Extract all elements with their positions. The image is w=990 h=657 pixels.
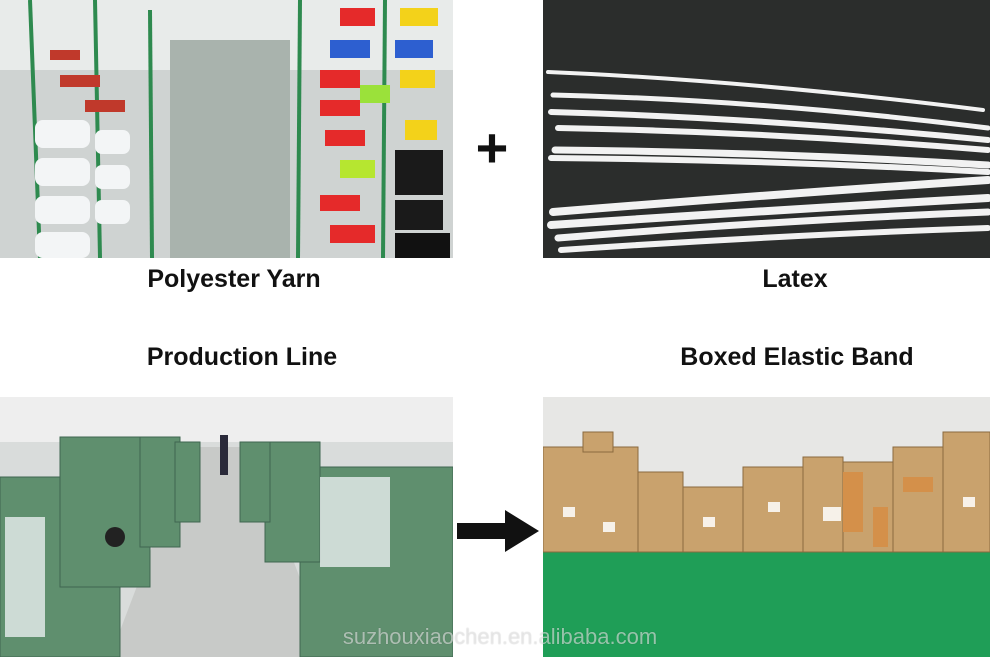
watermark-text: suzhouxiaochen.en.alibaba.com <box>342 624 658 649</box>
production-line-photo <box>0 397 453 657</box>
right-arrow-icon <box>457 510 539 552</box>
caption-boxed-elastic-band: Boxed Elastic Band <box>680 343 914 371</box>
boxed-elastic-band-photo <box>543 397 990 657</box>
caption-latex: Latex <box>762 265 828 293</box>
latex-photo <box>543 0 990 258</box>
polyester-yarn-photo <box>0 0 453 258</box>
plus-sign: + <box>475 116 509 179</box>
caption-production-line: Production Line <box>146 343 338 371</box>
caption-polyester-yarn: Polyester Yarn <box>147 265 321 293</box>
